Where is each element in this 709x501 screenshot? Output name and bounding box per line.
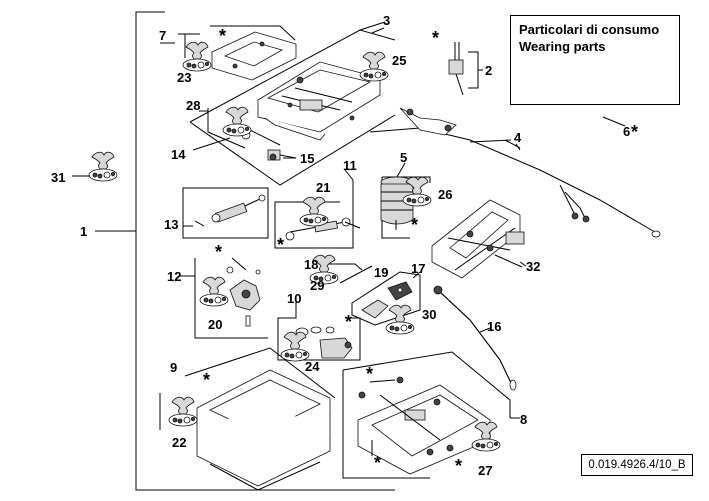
kit-20-icon — [199, 276, 229, 307]
seat-frame-3 — [257, 61, 381, 141]
cushion-9 — [159, 347, 336, 491]
group-11 — [274, 180, 361, 249]
group-13 — [182, 187, 269, 239]
kit-23-icon — [182, 41, 212, 72]
callout-4: 4 — [514, 130, 522, 145]
wear-part-markers: * * * * * * * * * * * — [203, 26, 638, 476]
asterisk-9: * — [203, 370, 210, 390]
group-28 — [192, 108, 297, 161]
callout-20: 20 — [208, 317, 222, 332]
asterisk-2: * — [432, 28, 439, 48]
callout-6: 6 — [623, 124, 630, 139]
asterisk-11: * — [277, 235, 284, 255]
callout-16: 16 — [487, 319, 501, 334]
asterisk-7: * — [219, 26, 226, 46]
kit-22-icon — [168, 396, 198, 427]
callout-30: 30 — [422, 307, 436, 322]
kit-24-icon — [280, 331, 310, 362]
cable-16 — [433, 285, 517, 391]
callout-8: 8 — [520, 412, 527, 427]
part-2 — [448, 42, 483, 96]
callout-2: 2 — [485, 63, 492, 78]
callout-24: 24 — [305, 359, 320, 374]
group-18-19-17 — [322, 263, 421, 326]
wearing-parts-title-italian: Particolari di consumo — [519, 22, 660, 37]
asterisk-8c: * — [455, 456, 462, 476]
callout-1: 1 — [80, 224, 87, 239]
callout-15: 15 — [300, 151, 314, 166]
callout-11: 11 — [343, 158, 357, 173]
group-12 — [180, 257, 268, 339]
kit-25-icon — [359, 51, 389, 82]
callout-27: 27 — [478, 463, 492, 478]
callout-19: 19 — [374, 265, 388, 280]
callout-28: 28 — [186, 98, 200, 113]
callout-26: 26 — [438, 187, 452, 202]
leader-lines — [72, 27, 626, 419]
main-bracket — [95, 11, 395, 491]
air-spring-5 — [380, 176, 431, 239]
callout-18: 18 — [304, 257, 318, 272]
callout-29: 29 — [310, 278, 324, 293]
callout-3: 3 — [383, 13, 390, 28]
wearing-parts-title-english: Wearing parts — [519, 39, 606, 54]
callout-9: 9 — [170, 360, 177, 375]
callout-22: 22 — [172, 435, 186, 450]
callout-17: 17 — [411, 261, 425, 276]
callout-14: 14 — [171, 147, 186, 162]
asterisk-10: * — [345, 312, 352, 332]
kit-21-icon — [299, 196, 329, 227]
kit-28-icon — [222, 106, 252, 137]
pantograph-32 — [431, 199, 525, 279]
asterisk-5: * — [411, 215, 418, 235]
asterisk-6: * — [631, 122, 638, 142]
wiring-harness-4 — [369, 107, 661, 238]
asterisk-8a: * — [366, 364, 373, 384]
callout-10: 10 — [287, 291, 301, 306]
callout-23: 23 — [177, 70, 191, 85]
callout-7: 7 — [159, 28, 166, 43]
callout-21: 21 — [316, 180, 330, 195]
callout-13: 13 — [164, 217, 178, 232]
callout-25: 25 — [392, 53, 406, 68]
callout-5: 5 — [400, 150, 407, 165]
base-assembly-8 — [342, 351, 511, 479]
callout-32: 32 — [526, 259, 540, 274]
kit-31-icon — [88, 151, 118, 182]
wearing-parts-legend: Particolari di consumo Wearing parts — [510, 15, 680, 105]
asterisk-8b: * — [374, 453, 381, 473]
callout-labels: 1 2 3 4 5 6 7 8 9 10 11 12 13 14 15 16 1… — [51, 13, 630, 478]
asterisk-12: * — [215, 242, 222, 262]
group-7 — [178, 25, 297, 81]
drawing-reference-number: 0.019.4926.4/10_B — [581, 454, 693, 476]
callout-12: 12 — [167, 269, 181, 284]
group-3-frame — [189, 21, 396, 186]
callout-31: 31 — [51, 170, 65, 185]
